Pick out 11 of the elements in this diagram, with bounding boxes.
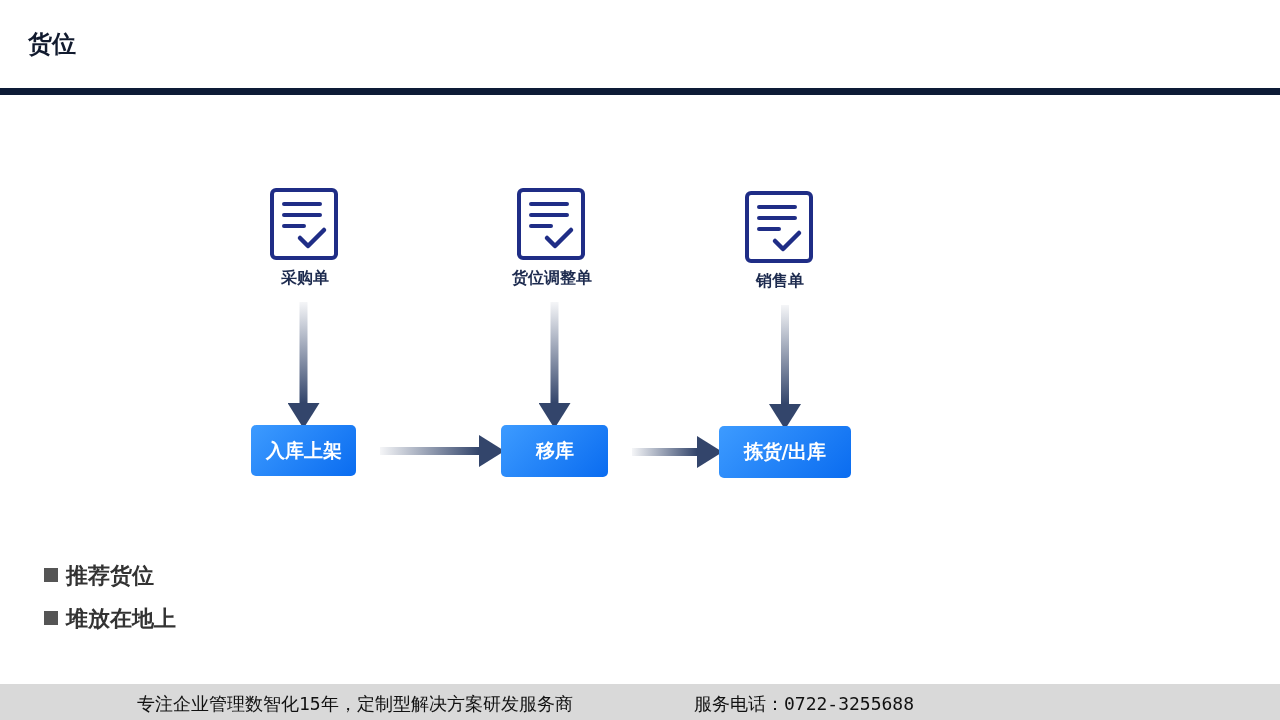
page-title: 货位 [28,29,76,60]
bullet-text: 推荐货位 [66,562,154,590]
document-label: 销售单 [754,271,805,292]
document-label: 采购单 [280,268,330,289]
document-label: 货位调整单 [511,268,593,289]
process-box: 移库 [501,425,608,477]
footer-text: 专注企业管理数智化15年，定制型解决方案研发服务商 [137,692,573,716]
process-box: 入库上架 [251,425,356,476]
footer-text: 服务电话：0722-3255688 [694,692,915,716]
process-box: 拣货/出库 [719,426,851,478]
bullet-text: 堆放在地上 [66,605,176,633]
